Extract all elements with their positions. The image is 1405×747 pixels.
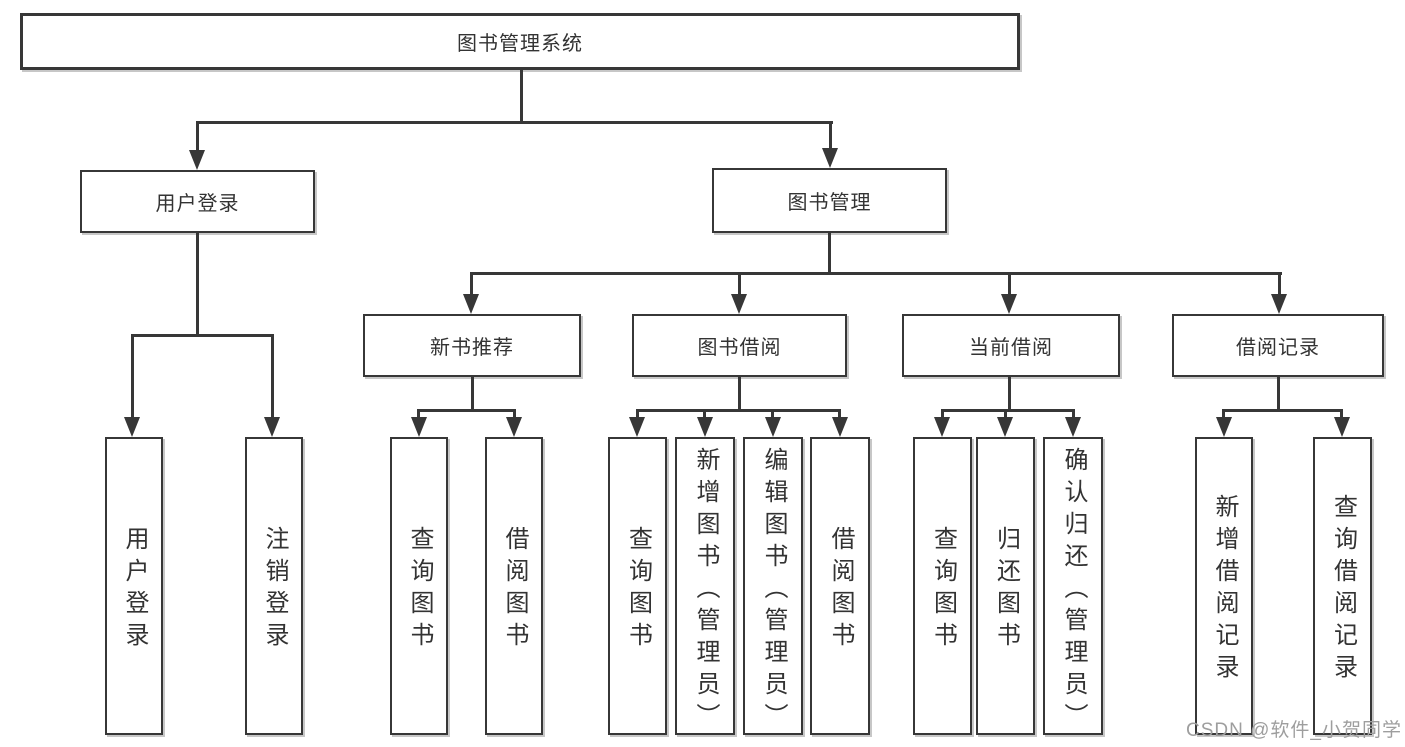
node-current-borrowing: 当前借阅 [902, 314, 1120, 377]
node-label: 查询图书 [406, 526, 433, 654]
node-label: 借阅图书 [827, 526, 854, 654]
node-label: 查询图书 [929, 526, 957, 654]
connector-leaf [1004, 409, 1007, 419]
connector-leaf [1072, 409, 1075, 419]
arrow-down-icon [411, 417, 427, 437]
connector-leaf [417, 409, 420, 419]
node-label: 归还图书 [992, 526, 1020, 654]
node-label: 编辑图书（管理员） [760, 447, 787, 735]
connector-leaf [513, 409, 516, 419]
connector-leaf [838, 409, 841, 419]
connector-leaf [271, 334, 274, 419]
connector-l3 [470, 272, 473, 296]
connector-borrow-hbar [636, 409, 841, 412]
leaf-add-borrow-record: 新增借阅记录 [1195, 437, 1253, 735]
arrow-down-icon [1271, 294, 1287, 314]
leaf-logout: 注销登录 [245, 437, 303, 735]
node-label: 用户登录 [121, 526, 148, 654]
leaf-user-login: 用户登录 [105, 437, 163, 735]
leaf-borrow-books: 借阅图书 [810, 437, 870, 735]
node-label: 图书管理系统 [457, 33, 583, 55]
arrow-down-icon [697, 417, 713, 437]
node-borrowing-records: 借阅记录 [1172, 314, 1384, 377]
connector-newbook-drop [471, 377, 474, 412]
arrow-down-icon [1216, 417, 1232, 437]
leaf-add-books-admin: 新增图书（管理员） [675, 437, 735, 735]
connector-borrow-drop [738, 377, 741, 412]
node-book-borrowing: 图书借阅 [632, 314, 847, 377]
connector-current-drop [1008, 377, 1011, 412]
connector-user-hbar [131, 334, 274, 337]
arrow-down-icon [832, 417, 848, 437]
connector-records-hbar [1222, 409, 1343, 412]
node-label: 借阅图书 [501, 526, 528, 654]
connector-to-book-mgmt [829, 121, 832, 150]
node-label: 借阅记录 [1236, 337, 1320, 359]
leaf-confirm-return-admin: 确认归还（管理员） [1043, 437, 1103, 735]
connector-leaf [636, 409, 639, 419]
arrow-down-icon [264, 417, 280, 437]
connector-records-drop [1277, 377, 1280, 412]
node-label: 新书推荐 [430, 337, 514, 359]
arrow-down-icon [765, 417, 781, 437]
arrow-down-icon [1334, 417, 1350, 437]
node-label: 查询借阅记录 [1329, 494, 1357, 686]
node-user-login: 用户登录 [80, 170, 315, 233]
connector-leaf [1340, 409, 1343, 419]
arrow-down-icon [506, 417, 522, 437]
connector-user-drop [196, 233, 199, 337]
node-label: 新增图书（管理员） [692, 447, 719, 735]
node-library-management-system: 图书管理系统 [20, 13, 1020, 70]
node-label: 当前借阅 [969, 337, 1053, 359]
arrow-down-icon [997, 417, 1013, 437]
node-label: 注销登录 [261, 526, 288, 654]
node-label: 确认归还（管理员） [1060, 447, 1087, 735]
leaf-query-borrow-record: 查询借阅记录 [1313, 437, 1372, 735]
node-label: 用户登录 [155, 193, 240, 215]
arrow-down-icon [934, 417, 950, 437]
leaf-query-books: 查询图书 [608, 437, 667, 735]
arrow-down-icon [1065, 417, 1081, 437]
node-label: 图书管理 [787, 192, 872, 214]
connector-bookmgmt-drop [828, 233, 831, 275]
leaf-edit-books-admin: 编辑图书（管理员） [743, 437, 803, 735]
node-book-management: 图书管理 [712, 168, 947, 233]
leaf-borrow-books: 借阅图书 [485, 437, 543, 735]
connector-newbook-hbar [417, 409, 516, 412]
arrow-down-icon [463, 294, 479, 314]
connector-to-user-login [196, 121, 199, 152]
connector-root-hbar [196, 121, 833, 124]
connector-l3 [738, 272, 741, 296]
leaf-query-books: 查询图书 [390, 437, 448, 735]
connector-leaf [703, 409, 706, 419]
connector-leaf [131, 334, 134, 419]
node-label: 新增借阅记录 [1211, 494, 1238, 686]
watermark: CSDN @软件_小贺同学 [1186, 720, 1402, 741]
connector-root-drop [520, 70, 523, 123]
arrow-down-icon [1001, 294, 1017, 314]
arrow-down-icon [629, 417, 645, 437]
connector-leaf [771, 409, 774, 419]
arrow-down-icon [822, 148, 838, 168]
leaf-query-books: 查询图书 [913, 437, 972, 735]
connector-leaf [1222, 409, 1225, 419]
connector-leaf [941, 409, 944, 419]
connector-l3 [1278, 272, 1281, 296]
arrow-down-icon [124, 417, 140, 437]
node-new-book-recommend: 新书推荐 [363, 314, 581, 377]
arrow-down-icon [731, 294, 747, 314]
connector-current-hbar [941, 409, 1075, 412]
arrow-down-icon [189, 150, 205, 170]
connector-bookmgmt-hbar [470, 272, 1282, 275]
node-label: 图书借阅 [697, 337, 782, 359]
node-label: 查询图书 [624, 526, 652, 654]
connector-l3 [1008, 272, 1011, 296]
leaf-return-books: 归还图书 [976, 437, 1035, 735]
